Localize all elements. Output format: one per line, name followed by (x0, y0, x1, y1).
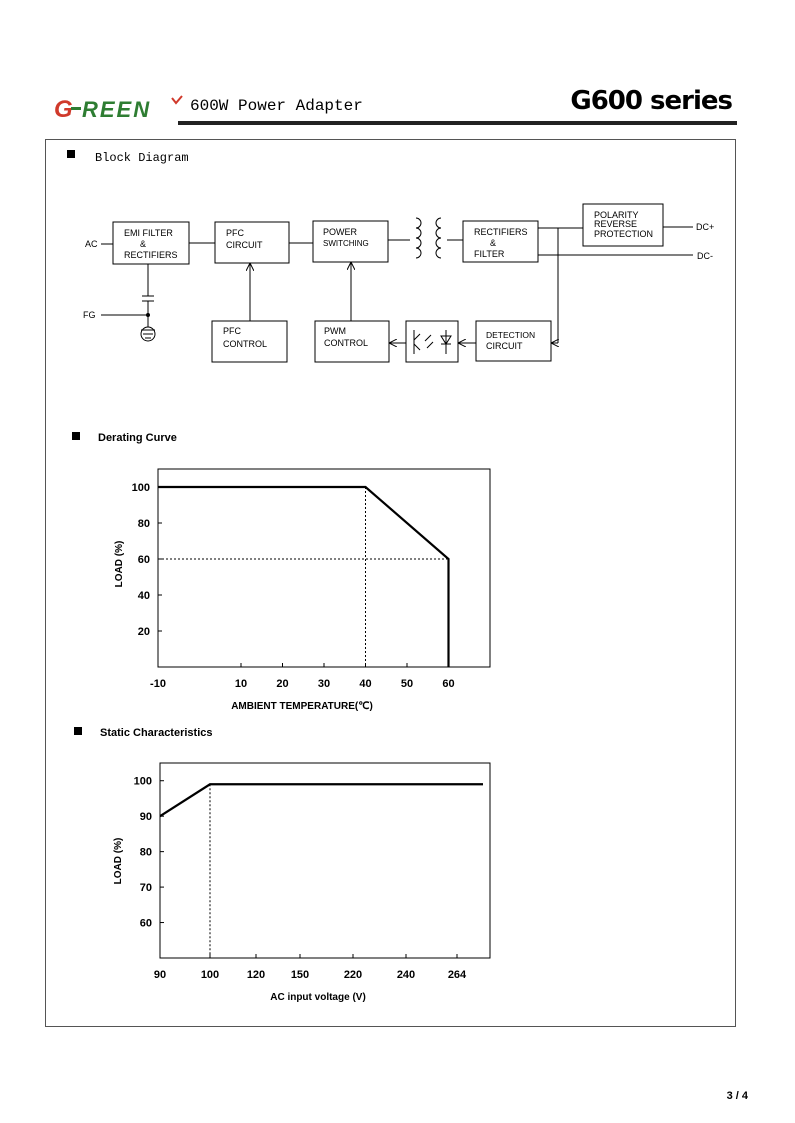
x-tick-label: 150 (291, 969, 309, 981)
section-title-static: Static Characteristics (100, 727, 213, 739)
plot-frame (159, 762, 491, 959)
x-tick-label: 50 (401, 678, 413, 690)
y-tick-label: 60 (140, 918, 152, 930)
svg-text:REEN: REEN (82, 97, 151, 122)
y-axis-label: LOAD (%) (113, 838, 124, 885)
detection-line1: DETECTION (486, 330, 535, 340)
section-bullet (72, 432, 80, 440)
y-tick-label: 70 (140, 882, 152, 894)
x-tick-label: 100 (201, 969, 219, 981)
polarity-line2: REVERSE (594, 219, 637, 229)
content-frame (45, 139, 736, 1027)
x-tick-label: 240 (397, 969, 415, 981)
emi-label-line1: EMI FILTER (124, 228, 173, 238)
y-tick-label: 20 (138, 626, 150, 638)
rectifiers-filter-block (462, 220, 539, 263)
pfc-circuit-line2: CIRCUIT (226, 240, 263, 250)
ground-icon (140, 326, 156, 342)
section-bullet (74, 727, 82, 735)
polarity-line1: POLARITY (594, 210, 639, 220)
x-tick-label: 264 (448, 969, 467, 981)
pwm-control-line1: PWM (324, 326, 346, 336)
transformer-secondary (435, 217, 442, 259)
document-title: 600W Power Adapter (190, 97, 363, 115)
transformer-primary (415, 217, 422, 259)
section-title-derating: Derating Curve (98, 432, 177, 444)
x-tick-label: 60 (442, 678, 454, 690)
detection-line2: CIRCUIT (486, 341, 523, 351)
static-load-line (159, 783, 483, 818)
derating-line (158, 485, 450, 667)
y-tick-label: 60 (138, 554, 150, 566)
block-diagram: AC FG DC+ DC- EMI FILTER & RECTIFIERS PF… (83, 203, 714, 363)
section-title-block-diagram: Block Diagram (95, 151, 189, 165)
rectifiers-line2: & (490, 238, 496, 248)
x-tick-label: 40 (359, 678, 371, 690)
power-switching-line1: POWER (323, 227, 358, 237)
x-tick-label: 220 (344, 969, 362, 981)
power-switching-line2: SWITCHING (323, 239, 369, 248)
pwm-control-line2: CONTROL (324, 338, 368, 348)
pfc-control-line1: PFC (223, 326, 242, 336)
x-tick-label: 120 (247, 969, 265, 981)
dc-plus-label: DC+ (696, 222, 714, 232)
y-axis-label: LOAD (%) (114, 541, 125, 588)
polarity-line3: PROTECTION (594, 229, 653, 239)
fg-label: FG (83, 310, 96, 320)
x-axis-label: AC input voltage (V) (270, 992, 366, 1003)
polarity-protection-block (582, 203, 664, 247)
svg-text:G: G (54, 96, 73, 122)
x-tick-label: 90 (154, 969, 166, 981)
emi-label-line2: & (140, 239, 146, 249)
y-tick-label: 100 (132, 482, 150, 494)
emi-label-line3: RECTIFIERS (124, 250, 178, 260)
x-tick-label: 10 (235, 678, 247, 690)
dc-minus-label: DC- (697, 251, 713, 261)
y-tick-label: 80 (138, 518, 150, 530)
header-rule (178, 121, 737, 125)
y-tick-label: 80 (140, 847, 152, 859)
x-tick-label: 30 (318, 678, 330, 690)
x-tick-label: -10 (150, 678, 166, 690)
ac-label: AC (85, 239, 98, 249)
static-characteristics-chart: 90 100 120 150 220 240 264 100 90 80 70 60 AC input … (113, 762, 491, 1003)
x-tick-label: 20 (276, 678, 288, 690)
series-title: G600 series (570, 86, 733, 116)
pfc-control-line2: CONTROL (223, 339, 267, 349)
green-logo: G REEN (54, 95, 183, 122)
y-tick-label: 100 (134, 776, 152, 788)
x-axis-label: AMBIENT TEMPERATURE(℃) (231, 701, 373, 712)
plot-frame (157, 468, 491, 668)
y-tick-label: 40 (138, 590, 150, 602)
page-number: 3 / 4 (726, 1090, 748, 1102)
pfc-circuit-line1: PFC (226, 228, 245, 238)
rectifiers-line3: FILTER (474, 249, 505, 259)
y-tick-label: 90 (140, 811, 152, 823)
rectifiers-line1: RECTIFIERS (474, 227, 528, 237)
section-bullet (67, 150, 75, 158)
